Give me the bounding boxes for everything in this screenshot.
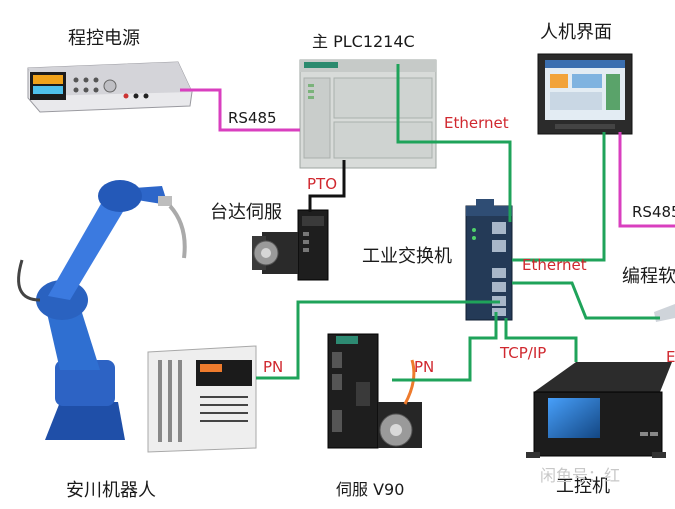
- label-power-supply: 程控电源: [68, 30, 140, 48]
- label-hmi: 人机界面: [540, 24, 612, 42]
- industrial-pc-device: [526, 362, 672, 458]
- hmi-device: [538, 54, 632, 134]
- link-pn-robot: PN: [263, 360, 283, 375]
- ethernet-prog-line: [512, 283, 660, 318]
- label-robot: 安川机器人: [66, 482, 156, 500]
- power-supply-device: [28, 62, 192, 112]
- link-edge-e: E: [666, 350, 675, 365]
- label-switch: 工业交换机: [362, 248, 452, 266]
- plc-device: [300, 60, 436, 168]
- link-pto: PTO: [307, 177, 337, 192]
- link-pn-v90: PN: [414, 360, 434, 375]
- link-ethernet-plc: Ethernet: [444, 116, 509, 131]
- ethernet-hmi-line: [512, 132, 604, 260]
- label-delta-servo: 台达伺服: [210, 204, 282, 222]
- servo-v90-device: [328, 334, 422, 448]
- link-ethernet-prog: Ethernet: [522, 258, 587, 273]
- welder-device: [148, 346, 256, 452]
- link-rs485-right: RS485: [632, 205, 675, 220]
- link-rs485-left: RS485: [228, 111, 277, 126]
- label-programmer: 编程软: [622, 268, 675, 286]
- link-tcpip: TCP/IP: [500, 346, 546, 361]
- watermark: 闲鱼号：红: [540, 462, 620, 486]
- pn-v90-line: [392, 312, 496, 380]
- label-plc: 主 PLC1214C: [312, 34, 415, 50]
- label-servo-v90: 伺服 V90: [336, 482, 404, 498]
